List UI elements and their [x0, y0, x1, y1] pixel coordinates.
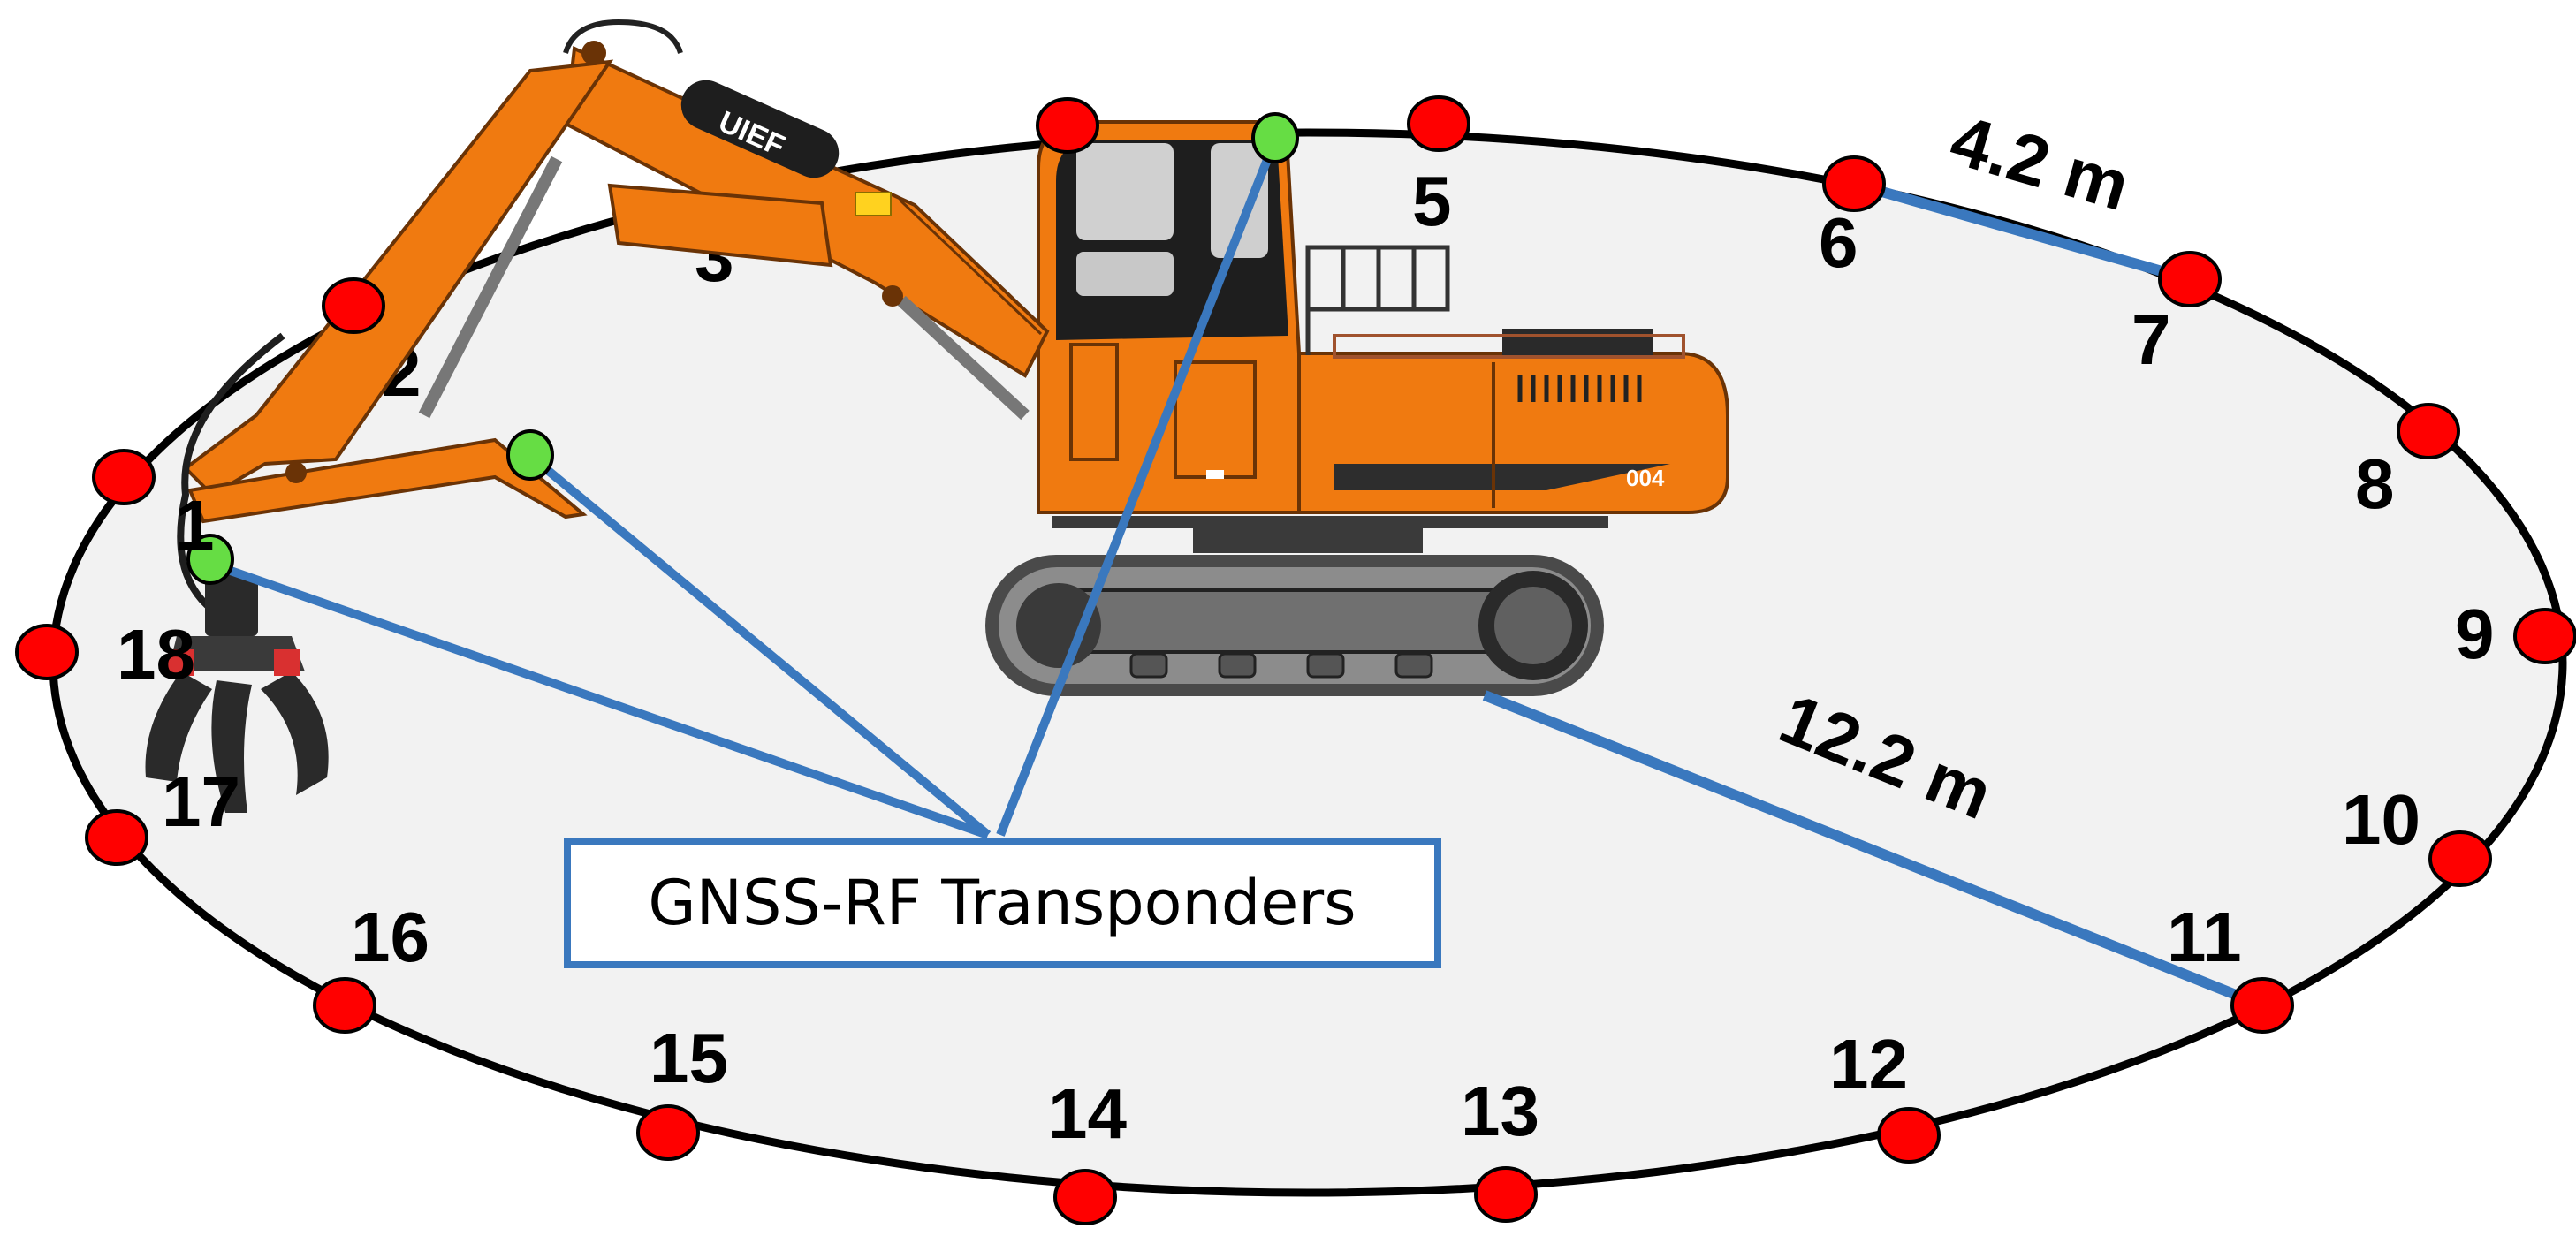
measurement-lines [1482, 178, 2265, 1011]
transponder-leader-lines [209, 138, 1280, 839]
perimeter-marker-5 [1407, 95, 1470, 152]
perimeter-marker-2 [322, 277, 385, 334]
radius-distance-line [1482, 690, 2265, 1011]
perimeter-label-9: 9 [2455, 595, 2495, 673]
perimeter-label-5: 5 [1412, 162, 1452, 240]
perimeter-marker-8 [2397, 403, 2460, 459]
perimeter-label-7: 7 [2131, 300, 2171, 379]
perimeter-label-15: 15 [650, 1019, 728, 1097]
segment-distance-label: 4.2 m [1942, 100, 2138, 225]
machine-grapple [145, 574, 329, 813]
perimeter-marker-7 [2158, 251, 2222, 307]
perimeter-label-17: 17 [162, 762, 240, 841]
perimeter-marker-9 [2513, 608, 2576, 664]
perimeter-label-18: 18 [117, 615, 195, 694]
perimeter-labels: 1 5 6 7 8 9 10 11 12 13 14 15 16 17 18 [117, 162, 2495, 1153]
machine-house: 004 [1037, 120, 1729, 528]
perimeter-label-1: 1 [175, 486, 215, 565]
perimeter-label-16: 16 [351, 898, 429, 976]
transponder-callout: GNSS-RF Transponders [564, 838, 1441, 968]
transponder-grapple [186, 534, 234, 585]
perimeter-marker-13 [1474, 1166, 1538, 1223]
perimeter-marker-10 [2428, 830, 2492, 887]
perimeter-label-8: 8 [2355, 444, 2395, 523]
perimeter-label-10: 10 [2342, 780, 2420, 859]
perimeter-marker-1 [92, 449, 156, 505]
perimeter-label-12: 12 [1829, 1025, 1908, 1103]
perimeter-marker-11 [2230, 977, 2294, 1034]
machine-unit-number: 004 [1626, 465, 1665, 491]
perimeter-label-13: 13 [1461, 1072, 1539, 1150]
perimeter-marker-15 [636, 1104, 700, 1161]
transponder-callout-label: GNSS-RF Transponders [648, 867, 1356, 939]
perimeter-marker-14 [1053, 1169, 1117, 1225]
transponder-markers [186, 112, 1299, 585]
transponder-callout-box [564, 838, 1441, 968]
machine-boom: UIEF [177, 19, 1050, 613]
perimeter-markers [15, 95, 2576, 1225]
perimeter-marker-12 [1877, 1107, 1941, 1164]
perimeter-marker-4 [1036, 97, 1099, 154]
perimeter-label-6: 6 [1819, 203, 1858, 282]
perimeter-label-11: 11 [2167, 898, 2242, 976]
transponder-cab [1251, 112, 1299, 163]
perimeter-label-14: 14 [1048, 1074, 1127, 1153]
transponder-arm [506, 429, 554, 481]
perimeter-marker-17 [85, 809, 148, 866]
perimeter-marker-6 [1822, 155, 1886, 212]
perimeter-marker-18 [15, 624, 79, 680]
segment-distance-line [1852, 178, 2192, 284]
perimeter-marker-16 [313, 977, 376, 1034]
